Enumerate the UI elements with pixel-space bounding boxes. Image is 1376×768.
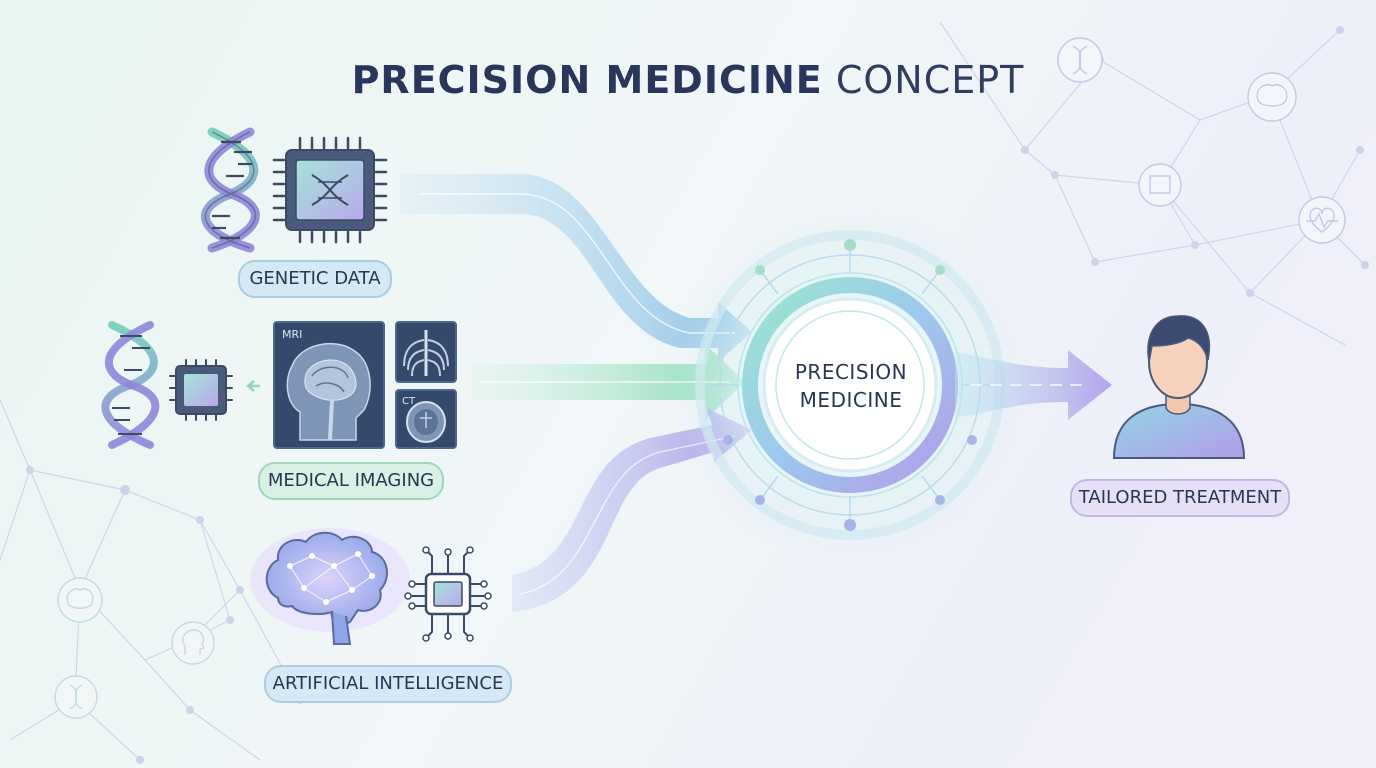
flow-arrow-ai [512, 408, 752, 612]
label-artificial-intelligence: ARTIFICIAL INTELLIGENCE [264, 665, 512, 703]
page-title: PRECISION MEDICINE CONCEPT [0, 58, 1376, 102]
flow-arrow-genetic [400, 174, 752, 362]
ct-label: CT [402, 396, 416, 407]
network-icon-brain [1247, 72, 1297, 122]
network-icon-records [1138, 163, 1182, 207]
label-medical-imaging: MEDICAL IMAGING [258, 462, 444, 500]
chip-icon-genetic [272, 136, 388, 244]
precision-medicine-hub [675, 210, 1025, 560]
network-icon-dna [1057, 37, 1103, 83]
xray-scan-image [395, 321, 457, 383]
brain-icon-ai [250, 528, 410, 645]
hub-label: PRECISION MEDICINE [756, 358, 946, 414]
network-icon-heart [1298, 196, 1346, 244]
title-strong: PRECISION MEDICINE [351, 58, 823, 102]
network-icon-head [171, 621, 215, 665]
ct-scan-image [395, 389, 457, 449]
hub-label-line2: MEDICINE [799, 388, 903, 412]
mri-scan-image [273, 321, 385, 449]
flow-arrow-output [955, 350, 1112, 420]
network-icon-brain-left [57, 577, 103, 623]
dna-icon-imaging [101, 321, 160, 449]
chip-icon-ai [404, 546, 492, 642]
title-light: CONCEPT [835, 58, 1025, 102]
hub-label-line1: PRECISION [794, 360, 908, 384]
mri-label: MRI [282, 328, 302, 341]
dna-icon-genetic [200, 127, 260, 253]
chip-icon-imaging [169, 359, 260, 421]
label-tailored-treatment: TAILORED TREATMENT [1070, 479, 1290, 517]
network-icon-dna-left [54, 675, 98, 719]
label-genetic-data: GENETIC DATA [238, 260, 392, 298]
patient-avatar [1112, 315, 1246, 459]
